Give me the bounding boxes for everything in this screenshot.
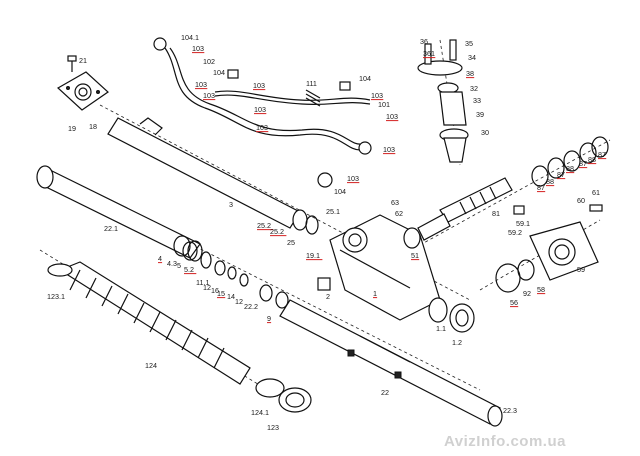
part-label: 87 [598, 150, 606, 159]
part-label: 36 [420, 37, 428, 46]
part-label: 123.1 [47, 292, 65, 301]
part-label: 5 [177, 261, 181, 270]
part-label: 12 [235, 297, 243, 306]
part-label: 21 [79, 56, 87, 65]
part-label: 103 [386, 112, 398, 121]
part-label: 12 [203, 283, 211, 292]
part-label: 123 [267, 423, 279, 432]
part-label: 38 [466, 69, 474, 78]
part-label: 103 [383, 145, 395, 154]
part-label: 56 [510, 298, 518, 307]
part-label: 104 [334, 187, 346, 196]
part-label: 19.1 [306, 251, 320, 260]
part-label: 1.1 [436, 324, 446, 333]
part-label: 3 [229, 200, 233, 209]
part-label: 51 [411, 251, 419, 260]
part-label: 25.2 [257, 221, 271, 230]
part-label: 19 [68, 124, 76, 133]
part-label: 22.3 [503, 406, 517, 415]
part-label: 88 [546, 177, 554, 186]
cylinder-tube-part [107, 117, 319, 235]
part-number-labels: 104.110310210310310410310310311110410310… [47, 33, 607, 432]
part-label: 104 [359, 74, 371, 83]
steering-housing-part [317, 214, 475, 333]
part-label: 104 [213, 68, 225, 77]
part-label: 22.1 [104, 224, 118, 233]
part-label: 63 [391, 198, 399, 207]
part-label: 35 [465, 39, 473, 48]
part-label: 34 [468, 53, 476, 62]
part-label: 81 [492, 209, 500, 218]
part-label: 103 [195, 80, 207, 89]
flange-part [56, 55, 109, 111]
part-label: 16 [211, 286, 219, 295]
part-label: 18 [89, 122, 97, 131]
part-label: 88 [566, 164, 574, 173]
part-label: 103 [371, 91, 383, 100]
hydraulic-lines-part [153, 37, 372, 188]
part-label: 58 [537, 285, 545, 294]
part-label: 103 [254, 105, 266, 114]
part-label: 9 [267, 314, 271, 323]
seal-rings-part [173, 235, 289, 309]
part-label: 59 [577, 265, 585, 274]
part-label: 103 [253, 81, 265, 90]
part-label: 15 [217, 289, 225, 298]
part-label: 103 [256, 123, 268, 132]
part-label: 5.2 [184, 265, 194, 274]
part-label: 60 [577, 196, 585, 205]
control-valve-part [417, 39, 469, 163]
part-label: 39 [476, 110, 484, 119]
part-label: 124.1 [251, 408, 269, 417]
part-label: 59.1 [516, 219, 530, 228]
part-label: 30 [481, 128, 489, 137]
assembly-axis-rack [39, 167, 481, 391]
part-label: 11.1 [196, 278, 209, 287]
part-label: 103 [192, 44, 204, 53]
part-label: 14 [227, 292, 235, 301]
part-label: 88 [588, 155, 596, 164]
part-label: 1.2 [452, 338, 462, 347]
part-label: 87 [537, 183, 545, 192]
part-label: 92 [523, 289, 531, 298]
part-label: 102 [203, 57, 215, 66]
part-label: 103 [347, 174, 359, 183]
rack-shaft-part [36, 165, 203, 262]
part-label: 87 [579, 159, 587, 168]
part-label: 61 [592, 188, 600, 197]
part-label: 33 [473, 96, 481, 105]
part-label: 32 [470, 84, 478, 93]
part-label: 87 [557, 170, 565, 179]
part-label: 361 [423, 49, 435, 58]
part-label: 22.2 [244, 302, 258, 311]
part-label: 25 [287, 238, 295, 247]
watermark-text: AvizInfo.com.ua [444, 433, 566, 450]
part-label: 25.1 [326, 207, 340, 216]
pinion-part [417, 136, 609, 241]
part-label: 124 [145, 361, 157, 370]
part-label: 4.3 [167, 259, 177, 268]
part-label: 25.2 [270, 227, 284, 236]
part-label: 103 [203, 91, 215, 100]
part-label: 22 [381, 388, 389, 397]
part-label: 1 [373, 289, 377, 298]
part-label: 101 [378, 100, 390, 109]
part-label: 62 [395, 209, 403, 218]
part-label: 4 [158, 254, 162, 263]
part-label: 2 [326, 292, 330, 301]
part-label: 59.2 [508, 228, 522, 237]
assembly-axis-pinion [419, 139, 611, 246]
part-label: 104.1 [181, 33, 199, 42]
pinion-cover-part [495, 204, 603, 293]
rubber-boot-part [47, 261, 312, 413]
part-label: 111 [306, 79, 317, 88]
tie-rod-tube-part [279, 299, 503, 427]
